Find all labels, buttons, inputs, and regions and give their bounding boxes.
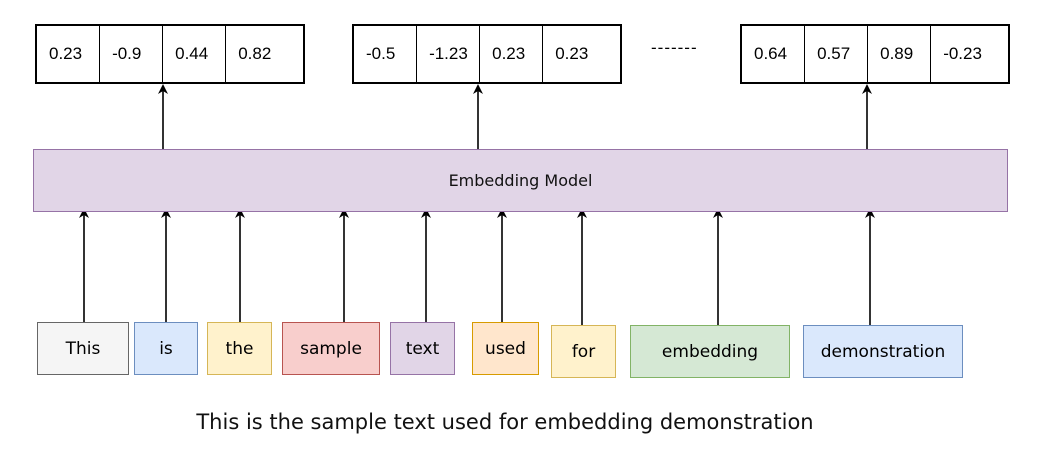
vector-value: 0.23 xyxy=(555,44,589,63)
vector-value: 0.82 xyxy=(238,44,272,63)
embedding-model-box: Embedding Model xyxy=(33,149,1008,212)
vector-value: -0.23 xyxy=(943,44,982,63)
vector-value: 0.44 xyxy=(163,26,227,82)
token-box: embedding xyxy=(630,325,790,378)
token-label: for xyxy=(571,341,596,362)
token-box: text xyxy=(390,322,455,375)
vector-value: 0.64 xyxy=(742,26,806,82)
token-label: sample xyxy=(300,338,362,359)
token-box: demonstration xyxy=(803,325,963,378)
token-label: used xyxy=(485,338,526,359)
token-label: the xyxy=(225,338,254,359)
ellipsis-dots: ------- xyxy=(651,38,698,57)
token-label: embedding xyxy=(661,341,759,362)
token-box: the xyxy=(207,322,272,375)
token-box: for xyxy=(551,325,616,378)
token-label: is xyxy=(159,338,173,359)
vector-value: 0.89 xyxy=(868,26,932,82)
token-box: sample xyxy=(282,322,380,375)
token-box: used xyxy=(472,322,539,375)
token-label: text xyxy=(405,338,440,359)
vector-value: 0.57 xyxy=(805,26,869,82)
token-box: is xyxy=(134,322,198,375)
token-box: This xyxy=(37,322,129,375)
sentence-caption: This is the sample text used for embeddi… xyxy=(196,410,814,434)
token-label: This xyxy=(65,338,101,359)
vector-value: -0.5 xyxy=(354,26,418,82)
embedding-model-label: Embedding Model xyxy=(448,171,593,190)
token-label: demonstration xyxy=(820,341,946,362)
vector-value: -0.9 xyxy=(100,26,164,82)
vector-value: 0.23 xyxy=(37,26,101,82)
vector-value: -1.23 xyxy=(417,26,481,82)
vector-value: 0.23 xyxy=(480,26,544,82)
